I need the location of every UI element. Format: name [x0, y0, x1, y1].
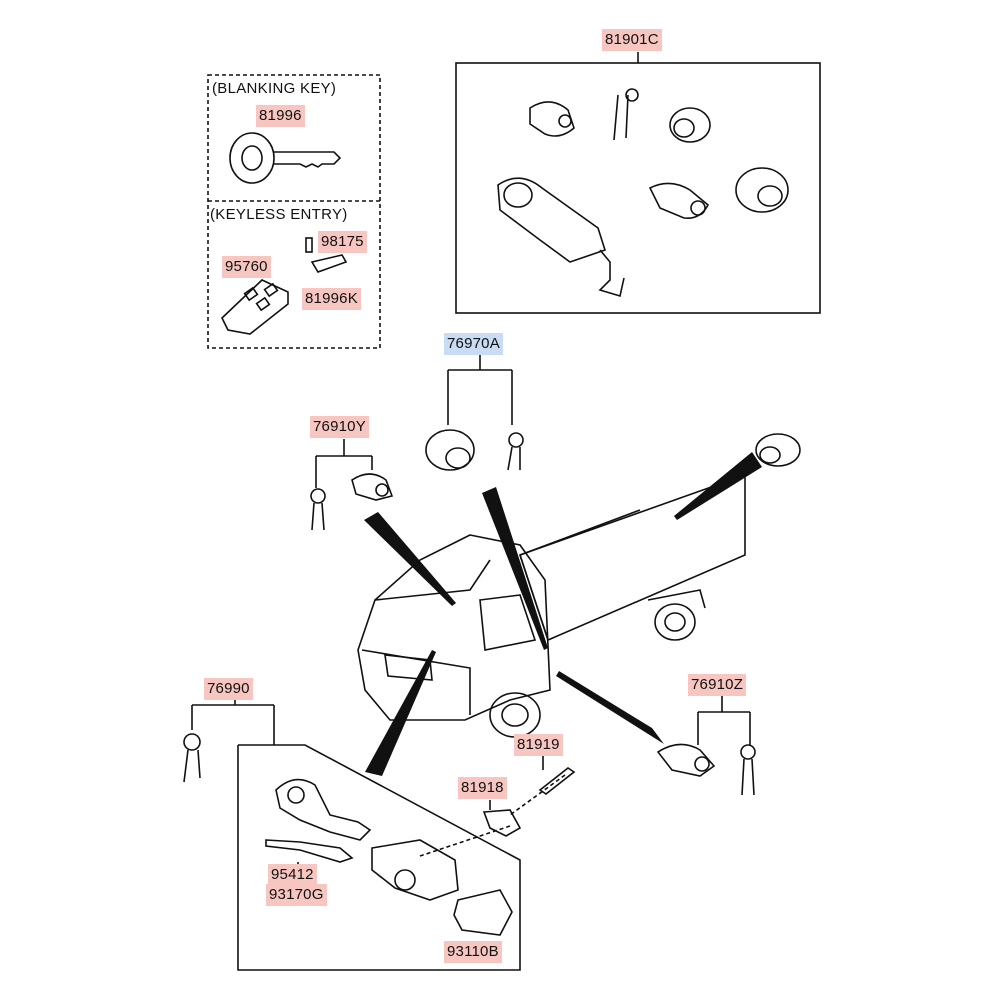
lower-assembly-frame	[237, 744, 521, 971]
part-label-95760[interactable]: 95760	[222, 256, 271, 278]
lower-assembly-parts	[265, 767, 576, 936]
part-label-93110B[interactable]: 93110B	[444, 941, 502, 963]
keyless-remote-drawing	[221, 237, 348, 335]
truck-drawing	[357, 473, 746, 738]
part-label-81996[interactable]: 81996	[256, 105, 305, 127]
part-label-81901C[interactable]: 81901C	[602, 29, 662, 51]
part-label-81918[interactable]: 81918	[458, 777, 507, 799]
part-label-76910Z[interactable]: 76910Z	[688, 674, 747, 696]
part-label-76910Y[interactable]: 76910Y	[310, 416, 369, 438]
keyless-entry-caption: (KEYLESS ENTRY)	[210, 206, 348, 223]
kit-box-frame	[455, 62, 821, 314]
part-label-81996K[interactable]: 81996K	[302, 288, 361, 310]
blanking-key-drawing	[229, 132, 342, 184]
part-label-93170G[interactable]: 93170G	[266, 884, 327, 906]
part-label-76970A[interactable]: 76970A	[444, 333, 503, 355]
kit-box-parts	[497, 88, 789, 298]
key-panel-frame	[207, 74, 381, 349]
part-label-81919[interactable]: 81919	[514, 734, 563, 756]
part-label-95412[interactable]: 95412	[268, 864, 317, 886]
blanking-key-caption: (BLANKING KEY)	[212, 80, 337, 97]
part-label-76990[interactable]: 76990	[204, 678, 253, 700]
part-label-98175[interactable]: 98175	[318, 231, 367, 253]
